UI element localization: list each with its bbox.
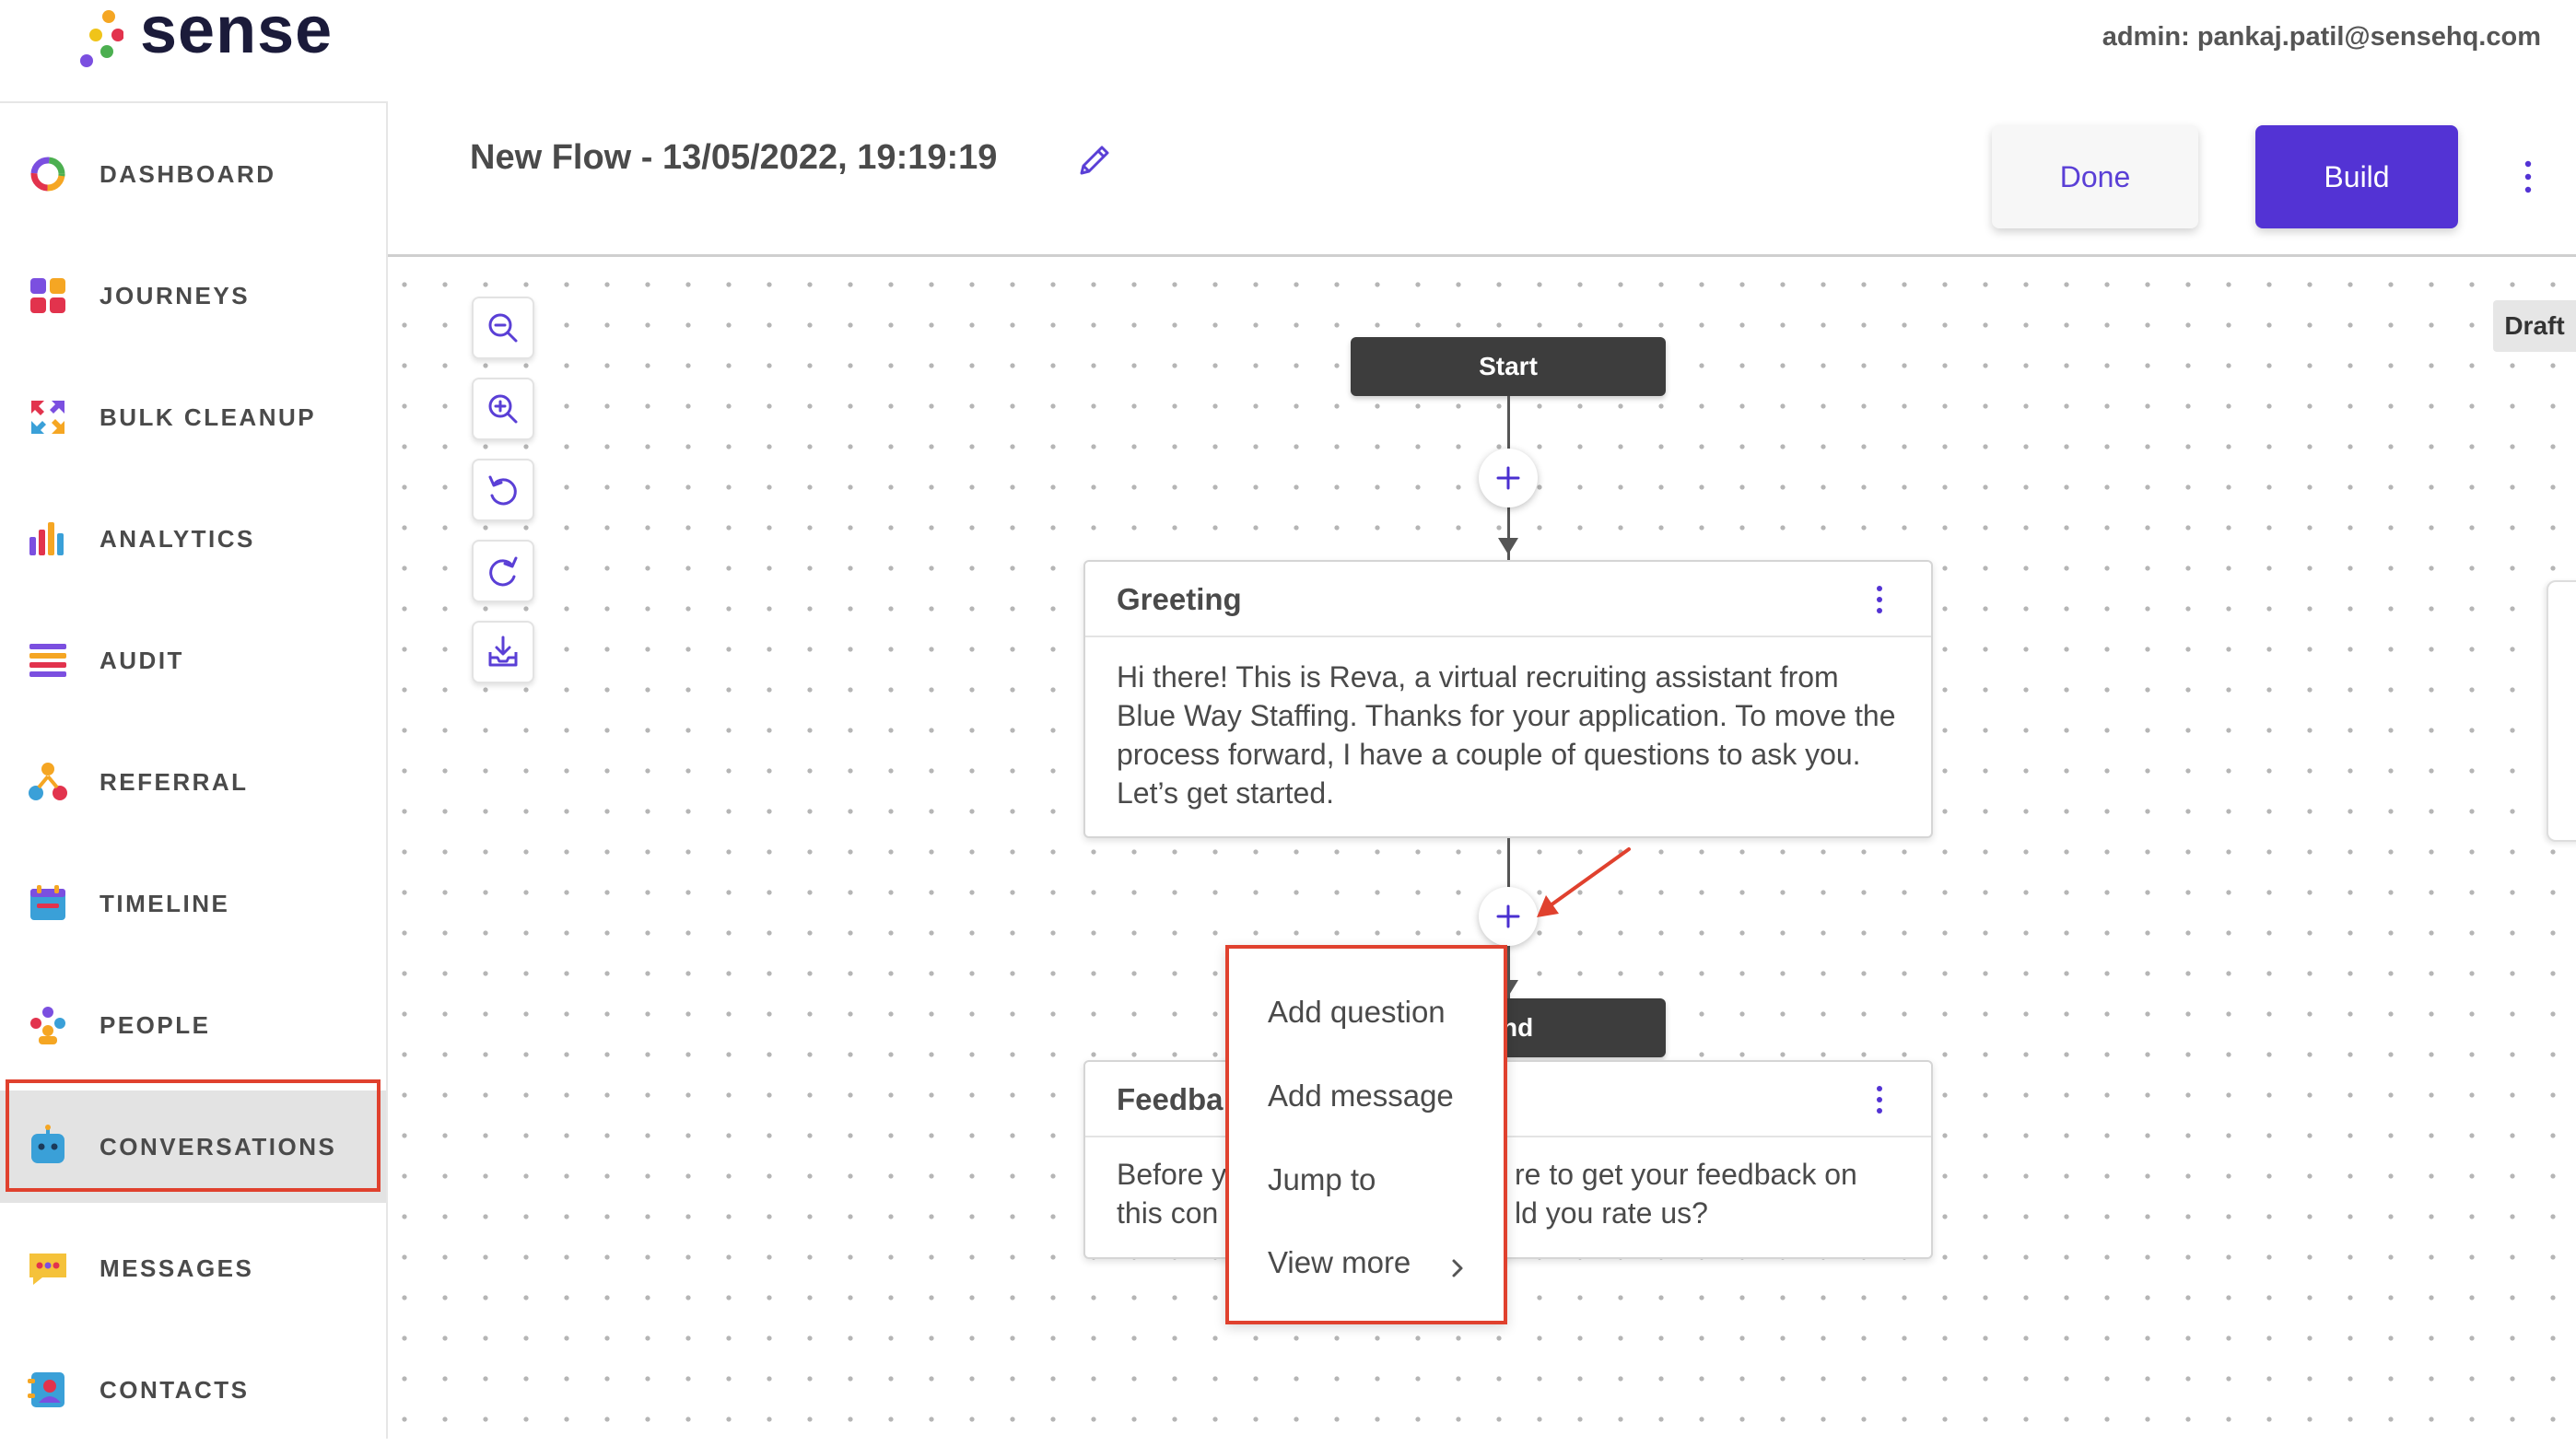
flow-title: New Flow - 13/05/2022, 19:19:19	[470, 138, 998, 177]
card-header: Feedba	[1085, 1062, 1931, 1137]
sidebar-item-label: REFERRAL	[100, 767, 249, 796]
card-body-text-left: Before y	[1117, 1158, 1227, 1191]
sidebar-item-dashboard[interactable]: DASHBOARD	[0, 118, 386, 230]
card-more-options-icon[interactable]	[1872, 1084, 1887, 1115]
download-button[interactable]	[472, 621, 534, 683]
undo-button[interactable]	[472, 459, 534, 521]
card-body-text-right: re to get your feedback on	[1515, 1158, 1857, 1191]
sidebar-item-label: JOURNEYS	[100, 281, 251, 309]
logo-dots-icon	[80, 10, 123, 67]
add-step-button[interactable]	[1479, 449, 1538, 507]
right-side-panel-handle[interactable]	[2547, 580, 2576, 842]
pencil-edit-icon[interactable]	[1076, 142, 1113, 179]
sidebar-item-label: CONVERSATIONS	[100, 1132, 337, 1160]
download-icon	[488, 636, 518, 667]
card-header: Greeting	[1085, 562, 1931, 637]
undo-icon	[488, 475, 517, 506]
sense-logo[interactable]: sense	[72, 0, 348, 74]
sidebar-item-label: TIMELINE	[100, 889, 230, 917]
sidebar-item-analytics[interactable]: ANALYTICS	[0, 483, 386, 595]
build-button[interactable]: Build	[2255, 125, 2458, 228]
more-options-icon[interactable]	[2519, 158, 2537, 195]
conversations-bot-icon	[31, 1125, 64, 1163]
sidebar-item-conversations[interactable]: CONVERSATIONS	[0, 1090, 386, 1203]
sidebar-item-label: BULK CLEANUP	[100, 402, 317, 431]
journeys-grid-icon	[30, 278, 65, 313]
messages-bubble-icon	[29, 1254, 66, 1285]
start-node[interactable]: Start	[1351, 337, 1666, 396]
card-more-options-icon[interactable]	[1872, 584, 1887, 615]
card-title: Greeting	[1117, 582, 1242, 616]
zoom-in-icon	[488, 394, 518, 424]
dashboard-ring-icon	[30, 157, 65, 192]
sidebar-item-people[interactable]: PEOPLE	[0, 969, 386, 1081]
sidebar-item-timeline[interactable]: TIMELINE	[0, 847, 386, 960]
header-divider	[388, 254, 2576, 257]
admin-account-label[interactable]: admin: pankaj.patil@sensehq.com	[2102, 22, 2541, 52]
done-button[interactable]: Done	[1992, 125, 2198, 228]
card-body-text: Hi there! This is Reva, a virtual recrui…	[1117, 660, 1896, 810]
sidebar-item-referral[interactable]: REFERRAL	[0, 726, 386, 838]
connector-arrow-icon	[1498, 538, 1518, 554]
brand-name: sense	[140, 0, 334, 67]
sidebar-item-label: ANALYTICS	[100, 524, 255, 553]
sidebar-item-audit[interactable]: AUDIT	[0, 604, 386, 717]
menu-item-add-message[interactable]: Add message	[1268, 1079, 1454, 1113]
sidebar-item-bulk-cleanup[interactable]: BULK CLEANUP	[0, 361, 386, 473]
add-step-button-active[interactable]	[1479, 887, 1538, 946]
menu-item-add-question[interactable]: Add question	[1268, 995, 1446, 1029]
redo-button[interactable]	[472, 540, 534, 602]
card-body-text-right: ld you rate us?	[1515, 1196, 1708, 1230]
audit-list-icon	[29, 644, 66, 677]
referral-people-icon	[29, 763, 67, 800]
sidebar-item-label: DASHBOARD	[100, 159, 276, 188]
sidebar-item-label: MESSAGES	[100, 1254, 254, 1282]
card-body-text-left: this con	[1117, 1196, 1219, 1230]
timeline-calendar-icon	[30, 885, 65, 920]
sidebar-item-messages[interactable]: MESSAGES	[0, 1212, 386, 1324]
plus-icon	[1496, 904, 1520, 928]
plus-icon	[1496, 466, 1520, 490]
sidebar-item-label: AUDIT	[100, 646, 184, 674]
feedback-question-card[interactable]: Feedba Before y re to get your feedback …	[1083, 1060, 1933, 1259]
sidebar-item-contacts[interactable]: CONTACTS	[0, 1334, 386, 1446]
bulk-cleanup-arrows-icon	[31, 401, 64, 434]
chevron-right-icon	[1452, 1259, 1463, 1277]
contacts-card-icon	[28, 1372, 64, 1407]
menu-item-view-more[interactable]: View more	[1268, 1245, 1411, 1279]
zoom-out-button[interactable]	[472, 297, 534, 359]
draft-status-badge: Draft	[2493, 300, 2576, 352]
analytics-bars-icon	[29, 522, 64, 555]
greeting-message-card[interactable]: Greeting Hi there! This is Reva, a virtu…	[1083, 560, 1933, 838]
zoom-out-icon	[488, 313, 518, 343]
zoom-in-button[interactable]	[472, 378, 534, 440]
sidebar-nav: DASHBOARD JOURNEYS BULK CLEANUP ANALYTIC…	[0, 101, 388, 1439]
add-step-menu: Add question Add message Jump to View mo…	[1225, 945, 1507, 1324]
people-group-icon	[30, 1007, 65, 1044]
menu-item-jump-to[interactable]: Jump to	[1268, 1162, 1376, 1196]
redo-icon	[489, 556, 518, 587]
sidebar-item-label: PEOPLE	[100, 1010, 211, 1039]
card-title: Feedba	[1117, 1082, 1224, 1116]
sidebar-item-label: CONTACTS	[100, 1375, 250, 1404]
sidebar-item-journeys[interactable]: JOURNEYS	[0, 239, 386, 352]
